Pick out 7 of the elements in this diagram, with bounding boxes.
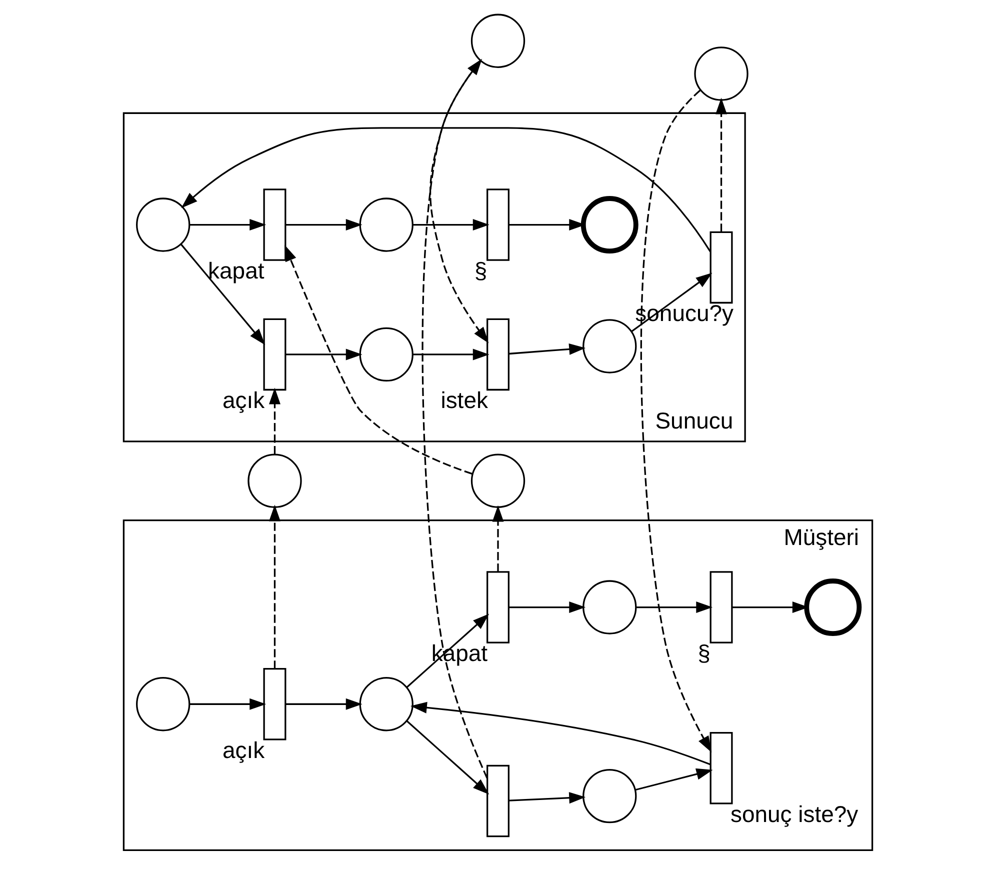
node-label: açık <box>222 736 265 763</box>
node-label: sonuç iste?y <box>730 800 858 827</box>
node-label: açık <box>222 387 265 414</box>
node-label: § <box>474 257 488 284</box>
node-label: istek <box>440 387 488 414</box>
node-label: kapat <box>208 257 264 284</box>
node-label: § <box>698 640 710 666</box>
